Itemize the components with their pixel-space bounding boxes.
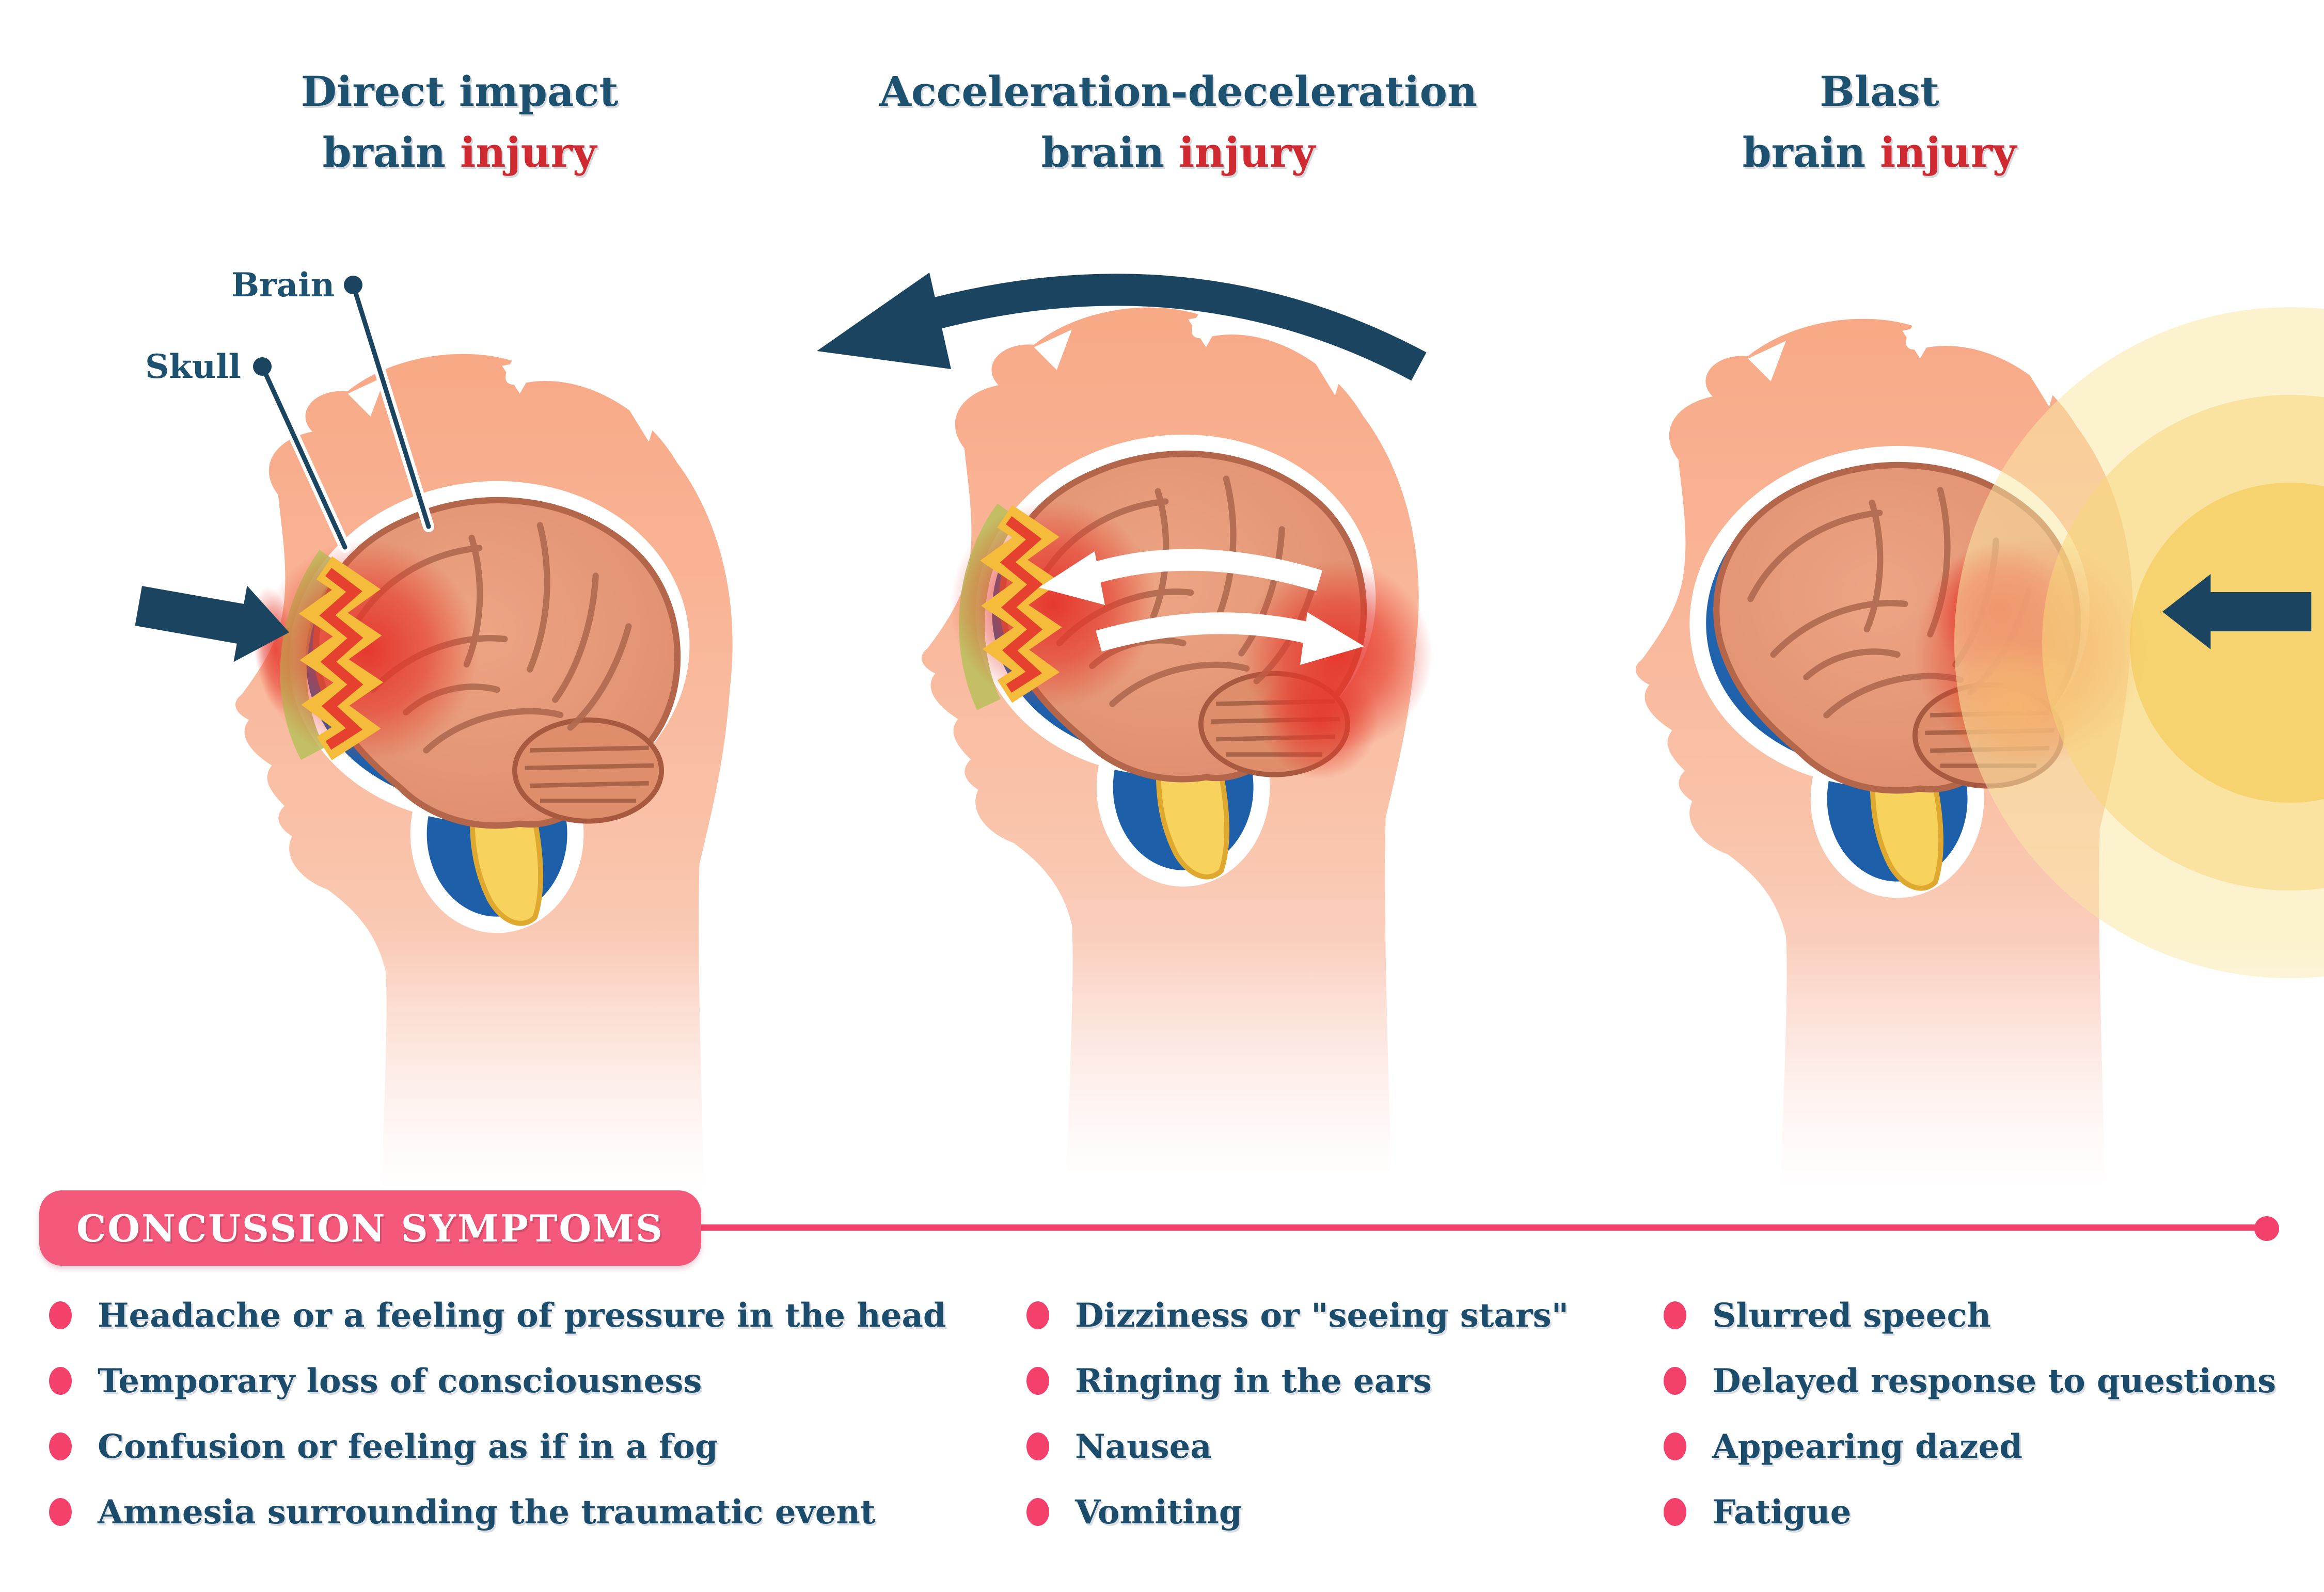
list-item: Nausea — [1026, 1427, 1569, 1466]
title-injury-red: injury — [460, 128, 597, 177]
bullet-icon — [49, 1301, 72, 1329]
symptom-text: Delayed response to questions — [1712, 1361, 2276, 1400]
symptom-list-acceleration: Dizziness or "seeing stars" Ringing in t… — [1026, 1296, 1569, 1559]
list-item: Dizziness or "seeing stars" — [1026, 1296, 1569, 1335]
bullet-icon — [1664, 1301, 1686, 1329]
brain-label: Brain — [231, 266, 335, 305]
title-injury-red: injury — [1880, 128, 2017, 177]
symptom-list-direct-impact: Headache or a feeling of pressure in the… — [49, 1296, 946, 1559]
cerebellum-injury-zone — [1260, 661, 1379, 779]
symptom-text: Nausea — [1075, 1427, 1212, 1466]
symptom-text: Headache or a feeling of pressure in the… — [98, 1296, 946, 1335]
bullet-icon — [49, 1432, 72, 1460]
title-line2: brain injury — [1742, 128, 2017, 177]
anatomy-callouts: Brain Skull — [145, 266, 434, 553]
symptom-text: Vomiting — [1075, 1492, 1242, 1532]
symptom-text: Confusion or feeling as if in a fog — [98, 1427, 718, 1466]
bullet-icon — [1026, 1301, 1049, 1329]
divider-end-dot — [2254, 1216, 2279, 1241]
symptom-text: Temporary loss of consciousness — [98, 1361, 702, 1400]
bullet-icon — [1026, 1498, 1049, 1526]
bullet-icon — [1026, 1432, 1049, 1460]
symptoms-divider-line — [568, 1224, 2268, 1231]
symptom-text: Slurred speech — [1712, 1296, 1991, 1335]
list-item: Amnesia surrounding the traumatic event — [49, 1492, 946, 1532]
list-item: Headache or a feeling of pressure in the… — [49, 1296, 946, 1335]
bullet-icon — [49, 1367, 72, 1395]
symptom-text: Dizziness or "seeing stars" — [1075, 1296, 1569, 1335]
banner-label: CONCUSSION SYMPTOMS — [76, 1206, 664, 1250]
bullet-icon — [1026, 1367, 1049, 1395]
blast-wave-icon — [1954, 307, 2324, 978]
silhouette-fade — [0, 940, 2324, 1190]
title-line2: brain injury — [322, 128, 597, 177]
title-line2: brain injury — [1041, 128, 1316, 177]
title-acceleration-deceleration: Acceleration-deceleration brain injury — [879, 61, 1477, 183]
skull-callout-line — [253, 357, 351, 553]
bullet-icon — [1664, 1498, 1686, 1526]
list-item: Delayed response to questions — [1664, 1361, 2276, 1400]
list-item: Temporary loss of consciousness — [49, 1361, 946, 1400]
title-direct-impact: Direct impact brain injury — [301, 61, 619, 183]
head-direct-impact — [132, 354, 733, 1190]
head-blast — [1636, 307, 2324, 1183]
bullet-icon — [1664, 1432, 1686, 1460]
list-item: Fatigue — [1664, 1492, 2276, 1532]
brain-callout-line — [344, 276, 434, 532]
list-item: Slurred speech — [1664, 1296, 2276, 1335]
brain-callout-dot — [344, 276, 362, 294]
bullet-icon — [49, 1498, 72, 1526]
brain-injury-illustration: Brain Skull — [0, 266, 2324, 1190]
skull-label: Skull — [145, 347, 241, 386]
title-blast: Blast brain injury — [1743, 61, 2017, 183]
title-injury-red: injury — [1179, 128, 1316, 177]
symptom-text: Fatigue — [1712, 1492, 1852, 1532]
skull-callout-dot — [253, 357, 272, 376]
list-item: Confusion or feeling as if in a fog — [49, 1427, 946, 1466]
concussion-symptoms-banner: CONCUSSION SYMPTOMS — [39, 1190, 701, 1266]
list-item: Ringing in the ears — [1026, 1361, 1569, 1400]
brain-motion-arrows-icon — [1039, 549, 1364, 665]
symptom-text: Ringing in the ears — [1075, 1361, 1432, 1400]
title-line1: Blast — [1820, 67, 1939, 116]
title-line1: Acceleration-deceleration — [879, 67, 1478, 116]
bullet-icon — [1664, 1367, 1686, 1395]
list-item: Vomiting — [1026, 1492, 1569, 1532]
head-acceleration-deceleration — [817, 273, 1433, 1172]
list-item: Appearing dazed — [1664, 1427, 2276, 1466]
head-motion-arrow-icon — [817, 273, 1427, 381]
symptom-text: Appearing dazed — [1712, 1427, 2022, 1466]
title-line1: Direct impact — [301, 67, 619, 116]
symptom-text: Amnesia surrounding the traumatic event — [98, 1492, 876, 1532]
symptom-list-blast: Slurred speech Delayed response to quest… — [1664, 1296, 2276, 1559]
